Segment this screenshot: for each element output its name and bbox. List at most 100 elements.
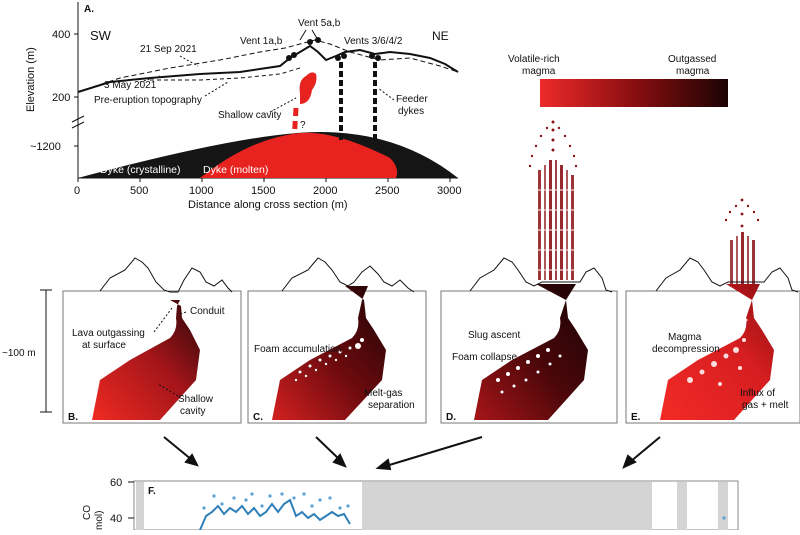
dyke-molten <box>200 132 398 178</box>
panel-a-letter: A. <box>84 4 94 15</box>
x-tick-label: 2000 <box>313 185 337 197</box>
arrow-d <box>385 436 483 467</box>
panel-b-label: cavity <box>180 406 206 417</box>
arrow-c <box>315 436 341 461</box>
grey-band <box>362 482 652 530</box>
colorbar-right-line1: Outgassed <box>668 54 716 65</box>
panel-d-topography <box>469 257 613 293</box>
y-axis-label: Elevation (m) <box>25 47 37 112</box>
panel-b-letter: B. <box>68 412 78 423</box>
label-sep-2021: 21 Sep 2021 <box>140 44 197 55</box>
vent-markers <box>286 37 381 61</box>
foam-bubbles <box>496 300 562 394</box>
x-tick-label: 2500 <box>375 185 399 197</box>
panel-c-label: Foam accumulation <box>254 344 341 355</box>
panel-b: B. Lava outgassing at surface Conduit Sh… <box>62 257 242 424</box>
panel-d: D. Slug ascent Foam collapse <box>440 257 618 424</box>
arrow-head <box>184 453 199 467</box>
panel-c-label: separation <box>368 400 415 411</box>
panel-c-letter: C. <box>253 412 263 423</box>
panel-e-label: gas + melt <box>742 400 789 411</box>
panel-c-label: Melt-gas <box>364 388 402 399</box>
panel-e: E. Magma decompression Influx of gas + m… <box>625 257 800 424</box>
x-tick-label: 1000 <box>189 185 213 197</box>
leader-line <box>299 29 319 41</box>
feeder-red <box>291 107 299 143</box>
y-tick-label-1200: ~1200 <box>30 141 61 153</box>
leader-line <box>269 97 297 113</box>
leader-line <box>179 55 199 67</box>
panel-b-label: Shallow <box>178 394 214 405</box>
panel-a: A. 400 200 ~1200 Elevation (m) Dyke (cry… <box>25 2 461 211</box>
co2-series-points <box>202 492 726 520</box>
panel-e-letter: E. <box>631 412 641 423</box>
leader-line <box>377 87 395 101</box>
arrow-e <box>629 436 661 463</box>
f-tick-60: 60 <box>110 477 122 489</box>
panel-b-label: Conduit <box>190 306 225 317</box>
panel-c-topography <box>281 257 415 293</box>
y-tick-label-200: 200 <box>52 92 70 104</box>
panel-e-label: decompression <box>652 344 720 355</box>
arrow-head <box>332 453 347 468</box>
colorbar-right-line2: magma <box>676 66 710 77</box>
panel-c: C. Foam accumulation Melt-gas separation <box>247 257 427 424</box>
label-vent-1: Vent 1a,b <box>240 36 283 47</box>
panel-d-letter: D. <box>446 412 456 423</box>
label-shallow-cavity: Shallow cavity <box>218 110 281 121</box>
x-tick-label: 3000 <box>437 185 461 197</box>
grey-band <box>677 482 687 530</box>
panel-e-cavity <box>660 284 774 420</box>
dyke-molten-label: Dyke (molten) <box>203 164 268 176</box>
f-tick-40: 40 <box>110 513 122 525</box>
panel-e-frame <box>625 290 800 424</box>
colorbar-gradient <box>540 79 728 107</box>
panel-c-cavity <box>272 286 386 420</box>
scale-bar: ~100 m <box>2 289 52 413</box>
co2-series-line <box>199 498 351 531</box>
dyke-crystalline-label: Dyke (crystalline) <box>100 164 181 176</box>
panel-b-label: Lava outgassing <box>72 328 145 339</box>
panel-e-label: Influx of <box>740 388 775 399</box>
axis-break-mark <box>71 115 85 129</box>
arrow-head <box>375 458 392 471</box>
topo-may-2021 <box>77 44 459 93</box>
label-feeder-2: dykes <box>398 106 424 117</box>
f-ylabel-2: mol) <box>94 511 105 530</box>
leader-line <box>153 307 187 397</box>
y-tick-label-400: 400 <box>52 29 70 41</box>
grey-band <box>718 482 728 530</box>
fountain-column <box>730 232 755 286</box>
ne-label: NE <box>432 29 449 43</box>
label-feeder-1: Feeder <box>396 94 428 105</box>
label-pre-eruption: Pre-eruption topography <box>94 95 202 106</box>
decompression-bubbles <box>687 318 748 386</box>
panel-b-cavity <box>92 300 200 420</box>
colorbar: Volatile-rich magma Outgassed magma <box>508 54 728 107</box>
label-vents-3642: Vents 3/6/4/2 <box>344 36 403 47</box>
arrows <box>163 436 661 471</box>
panel-c-frame <box>247 290 427 424</box>
label-vent-5: Vent 5a,b <box>298 18 341 29</box>
x-tick-label: 0 <box>74 185 80 197</box>
fountain-dashes <box>536 189 576 271</box>
label-may-2021: 3 May 2021 <box>104 80 157 91</box>
lava-fountain-e <box>724 198 760 286</box>
topo-pre-eruption <box>150 67 301 81</box>
scale-label: ~100 m <box>2 348 36 359</box>
foam-bubbles <box>294 338 364 382</box>
fountain-spray <box>528 120 578 168</box>
fountain-column <box>538 160 574 280</box>
panel-b-label: at surface <box>82 340 126 351</box>
colorbar-left-line1: Volatile-rich <box>508 54 560 65</box>
panel-d-frame <box>440 290 618 424</box>
leader-line <box>204 81 229 97</box>
panel-b-frame <box>62 290 242 424</box>
lava-fountain-d <box>528 120 578 280</box>
shallow-cavity-shape <box>299 72 317 104</box>
sw-label: SW <box>90 28 112 43</box>
arrow-b <box>163 436 193 461</box>
f-ylabel-1: CO <box>82 505 93 520</box>
colorbar-left-line2: magma <box>522 66 556 77</box>
